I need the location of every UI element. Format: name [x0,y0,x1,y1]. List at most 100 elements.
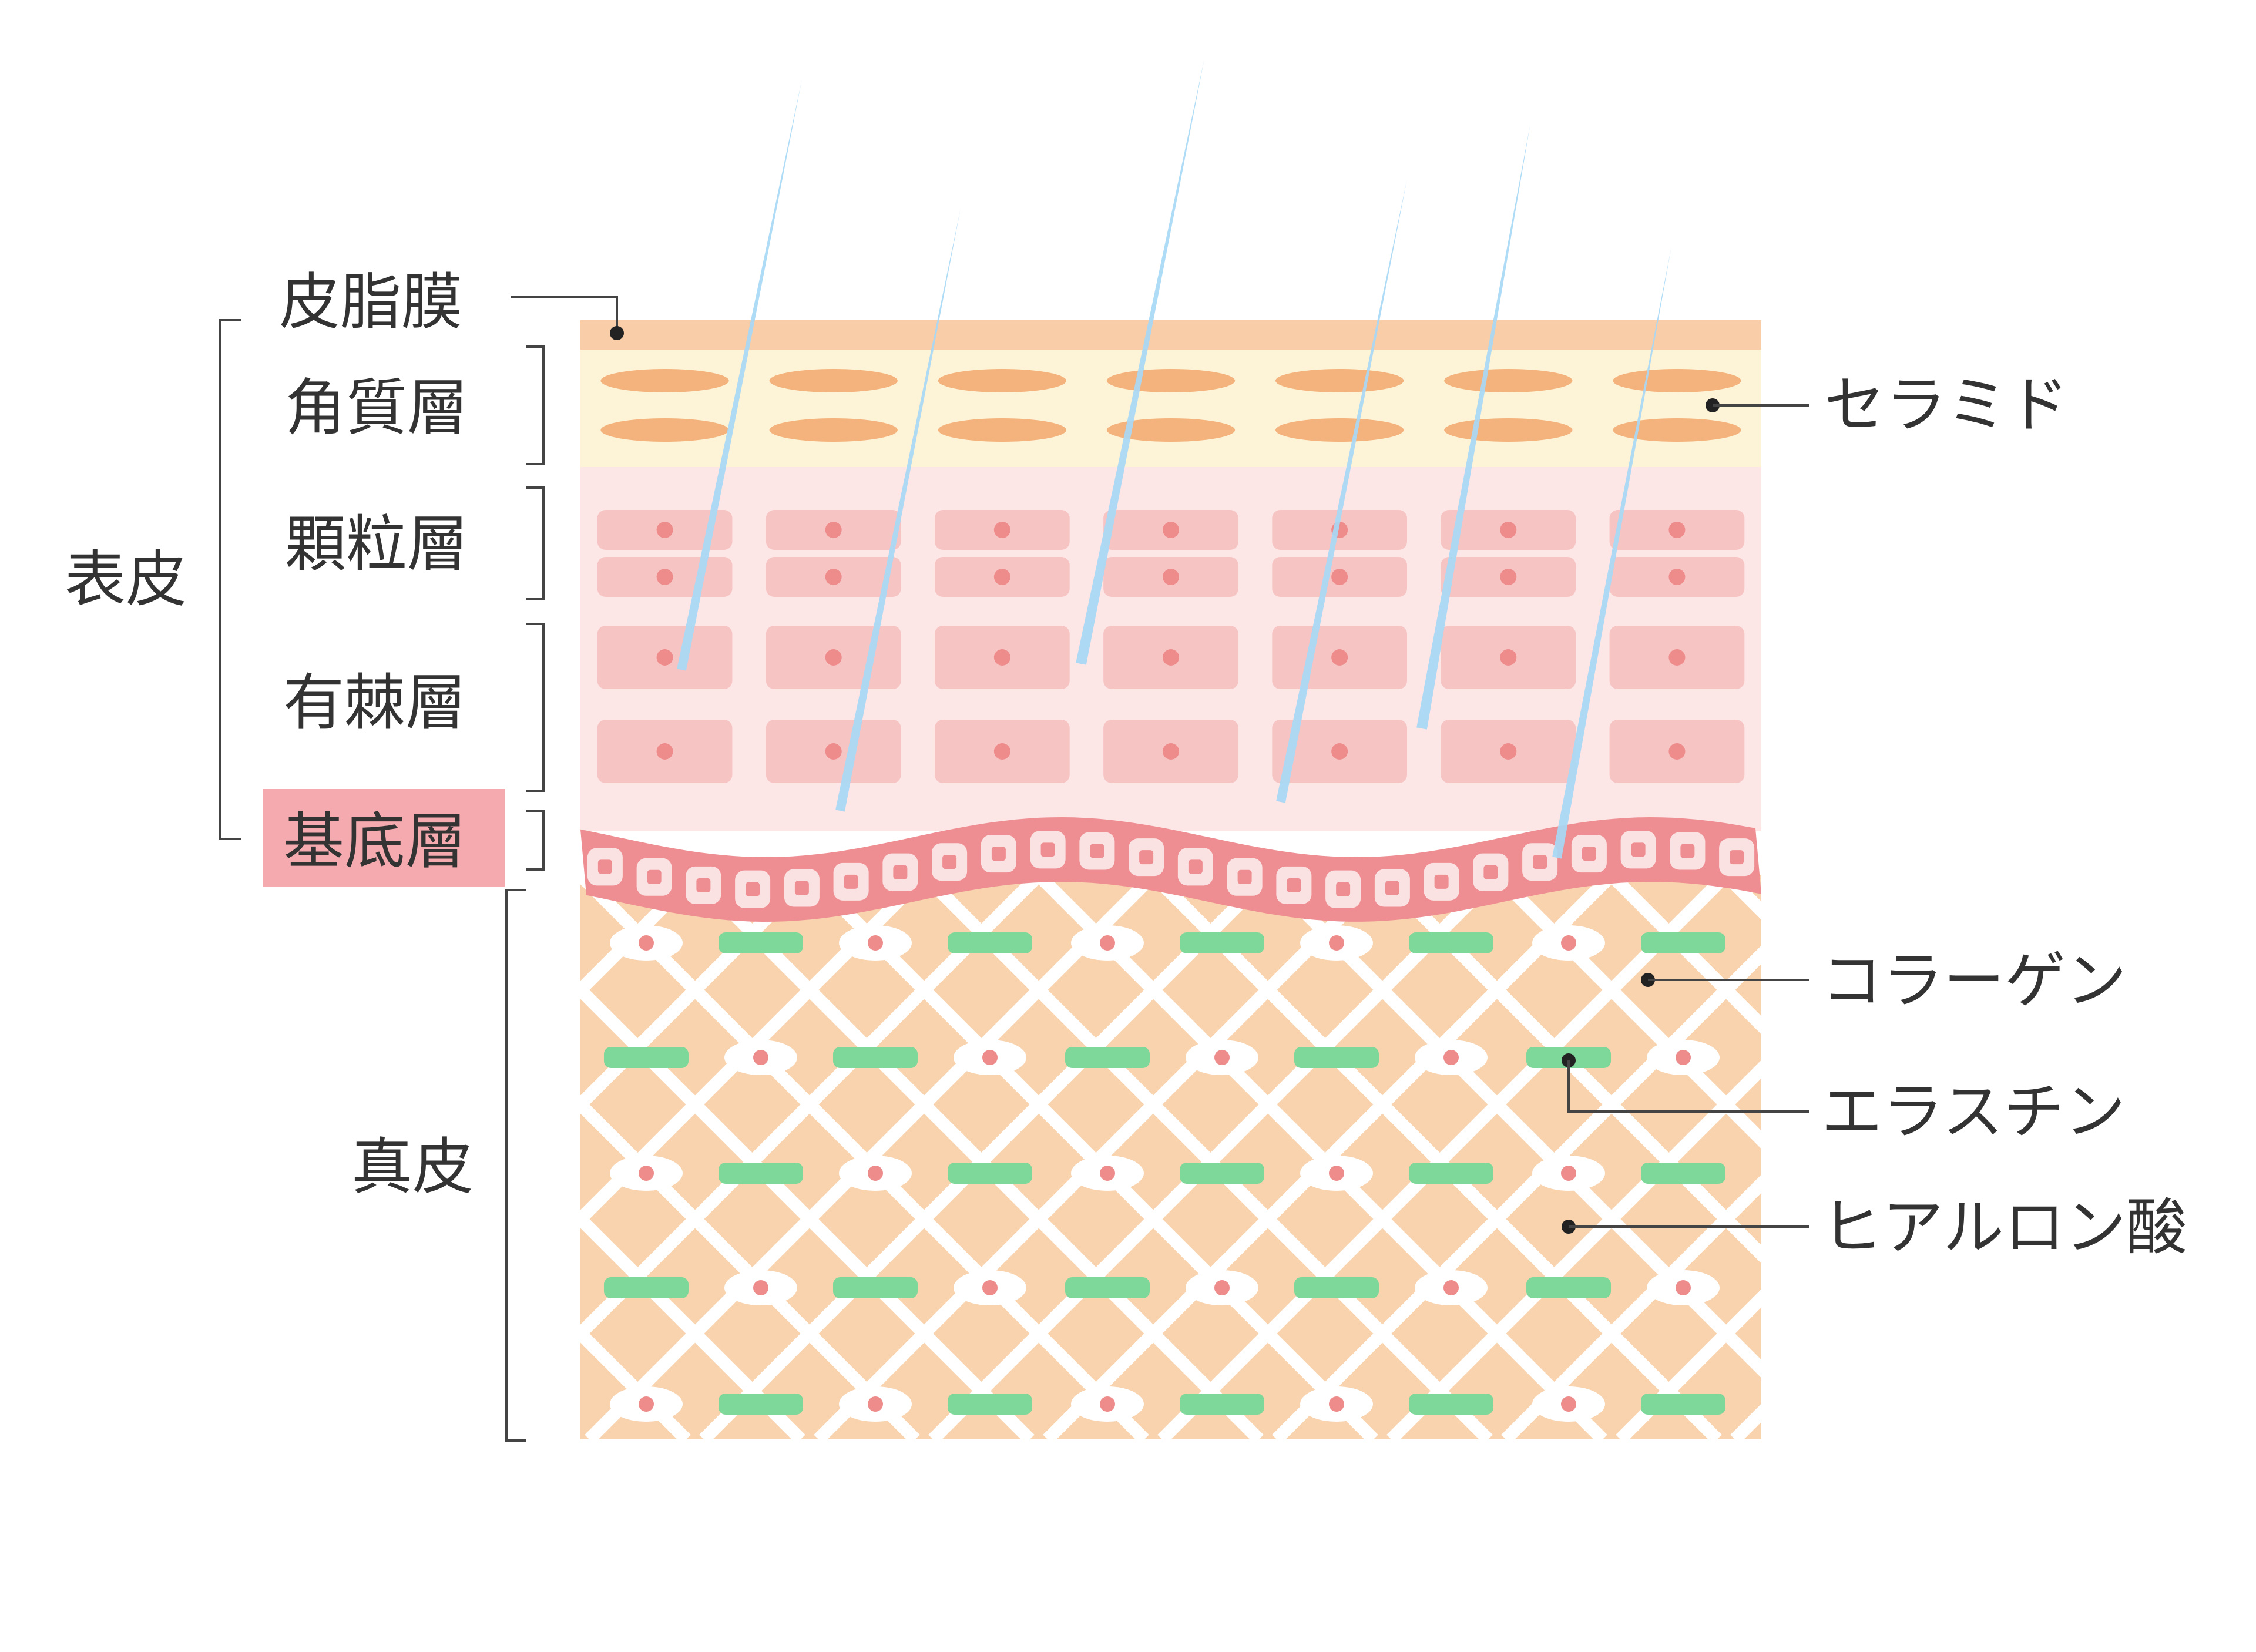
spinous-bracket [526,623,545,792]
stratum-corneum-layer [580,350,1761,467]
fibroblast-nucleus [1214,1280,1230,1295]
cell-nucleus [656,649,673,666]
corneum-cell [1613,369,1741,392]
elastin-fiber [1065,1277,1150,1298]
fiber-line [0,875,237,1439]
basal-nucleus [893,865,908,879]
fibroblast-nucleus [868,935,883,951]
fibroblast-nucleus [1561,935,1576,951]
elastin-fiber [719,932,803,953]
cell-nucleus [1163,743,1179,760]
basal-nucleus [696,878,711,892]
fiber-line [580,875,700,999]
basal-nucleus [1631,842,1646,857]
elastin-fiber [1409,1163,1493,1184]
fiber-line [699,875,1273,1439]
fiber-line [8,875,572,1439]
corneum-cell [769,418,898,442]
fiber-line [1386,1060,1761,1439]
cell-nucleus [1163,569,1179,585]
fibroblast-nucleus [1214,1050,1230,1065]
corneum-cell [938,369,1066,392]
cell-nucleus [993,522,1010,538]
hyaluronic-acid-label: ヒアルロン酸 [1821,1191,2187,1263]
corneum-cell [600,369,729,392]
fiber-line [580,875,1043,1343]
cell-nucleus [1668,649,1686,666]
sebum-leader-dot [610,326,624,340]
cell-nucleus [1163,649,1179,666]
elastin-fiber [1641,1394,1725,1415]
basal-nucleus [1582,847,1596,861]
fibroblast-nucleus [1329,1396,1344,1412]
fiber-line [1492,875,1761,1149]
stratum-corneum-label: 角質層 [285,372,468,444]
fiber-line [928,875,1502,1439]
elastin-fiber [1526,1277,1611,1298]
corneum-bracket [526,345,545,465]
layer-annotations: 表皮 皮脂膜 角質層 顆粒層 有棘層 基底層 真皮 [65,266,624,1442]
fibroblast-nucleus [1100,1396,1115,1412]
fiber-line [580,875,585,885]
fibroblast-nucleus [1676,1280,1691,1295]
cell-nucleus [1500,569,1517,585]
basal-layer-band [580,817,1761,922]
cell-nucleus [1500,522,1517,538]
elastin-fiber [1641,932,1725,953]
basal-bracket [526,810,545,871]
elastin-fiber [948,1394,1032,1415]
cell-nucleus [1668,569,1686,585]
basal-nucleus [1090,844,1104,858]
elastin-fiber [604,1277,689,1298]
cell-nucleus [656,569,673,585]
fibroblast-nucleus [639,1166,654,1181]
fiber-line [1157,875,1731,1439]
basal-nucleus [1287,878,1301,892]
fiber-line [0,875,343,1439]
cell-nucleus [1163,522,1179,538]
stratum-granulosum-label: 顆粒層 [285,508,468,580]
granular-bracket [526,486,545,600]
cell-nucleus [825,522,842,538]
sebum-film-label: 皮脂膜 [279,266,462,338]
cell-nucleus [993,569,1010,585]
basal-cells [587,831,1755,908]
fiber-line [1616,1289,1761,1439]
elastin-fiber [1180,932,1264,953]
cell-nucleus [993,743,1010,760]
corneum-cell [938,418,1066,442]
basal-nucleus [647,869,662,884]
sebum-leader-line [511,296,618,332]
corneum-cell [769,369,898,392]
epidermis-label: 表皮 [65,543,187,615]
fibroblast-nucleus [1561,1166,1576,1181]
basal-nucleus [794,881,809,895]
elastin-fiber [1294,1277,1379,1298]
epidermis-bracket [219,319,241,840]
elastin-fiber [833,1277,918,1298]
needle-streak [1416,123,1530,730]
fibroblast-nucleus [1100,1166,1115,1181]
fiber-line [0,875,8,1439]
corneum-cell [1106,369,1236,392]
fiber-line [1607,875,1761,1035]
elastin-fiber [948,932,1032,953]
basal-nucleus [1434,874,1449,889]
corneum-cell [600,418,729,442]
fibroblast-nucleus [639,935,654,951]
elastin-fibers [604,932,1725,1415]
dermis-label: 真皮 [351,1131,474,1203]
epidermis-cells [597,510,1745,783]
elastin-fiber [1641,1163,1725,1184]
component-annotations: セラミド コラーゲン エラスチン ヒアルロン酸 [1562,369,2187,1263]
fibroblast-nucleus [1443,1050,1459,1065]
fibroblast-nucleus [868,1396,883,1412]
fibroblast-nucleus [982,1280,998,1295]
basal-label-highlight [263,789,505,887]
cell-nucleus [656,743,673,760]
collagen-label: コラーゲン [1821,945,2127,1016]
corneum-cell [1613,418,1741,442]
elastin-fiber [719,1163,803,1184]
fiber-line [580,1210,805,1439]
